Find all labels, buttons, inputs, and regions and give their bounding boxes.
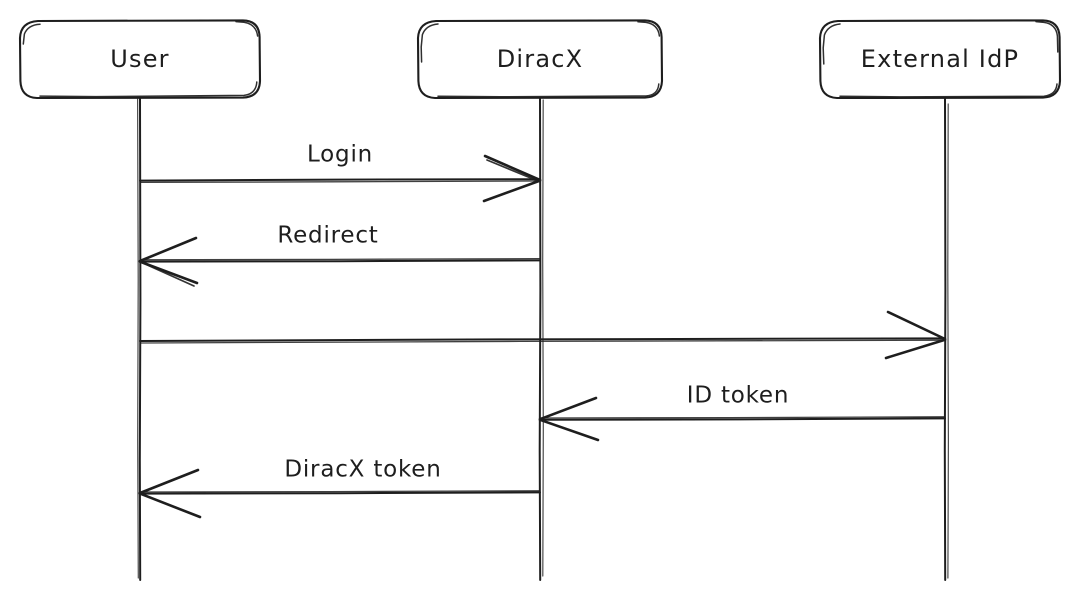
participant-diracx-label: DiracX — [497, 45, 584, 73]
message-diracx-token-label: DiracX token — [284, 457, 441, 483]
participant-user-bg — [20, 20, 260, 98]
message-login-arrowhead-lower — [482, 179, 542, 203]
message-arrow-user-to-idp[interactable] — [139, 310, 947, 360]
message-diracx-token-line — [139, 491, 541, 495]
participant-user-label: User — [110, 45, 170, 73]
participant-idp-bg — [820, 20, 1060, 98]
message-arrow-login[interactable]: Login — [139, 142, 542, 203]
lifelines-group — [137, 97, 949, 581]
participant-box-external-idp[interactable]: External IdP — [818, 19, 1062, 100]
participant-diracx-bg — [418, 20, 662, 98]
message-login-arrowhead-upper-2 — [486, 159, 539, 182]
message-user-to-idp-line-pass2 — [140, 339, 945, 344]
message-id-token-arrowhead-upper — [538, 396, 598, 421]
message-login-label: Login — [307, 142, 373, 168]
message-login-line — [139, 178, 541, 182]
participant-idp-outline-pass2 — [822, 20, 1059, 98]
participant-idp-outline — [818, 19, 1062, 100]
message-user-to-idp-arrowhead-upper — [886, 310, 947, 341]
message-redirect-arrowhead-upper — [138, 236, 198, 263]
message-id-token-line — [539, 417, 946, 421]
message-arrow-id-token[interactable]: ID token — [538, 383, 946, 442]
message-login-arrowhead-upper — [483, 154, 542, 182]
participant-user-outline-pass2 — [22, 20, 259, 98]
lifeline-external-idp — [943, 97, 949, 581]
lifeline-diracx — [538, 97, 544, 581]
participant-diracx-outline-pass2 — [420, 21, 661, 98]
participant-box-diracx[interactable]: DiracX — [416, 19, 664, 100]
message-id-token-arrowhead-lower — [538, 418, 600, 442]
message-diracx-token-line-pass2 — [140, 490, 540, 493]
message-redirect-label: Redirect — [277, 223, 378, 249]
message-user-to-idp-line — [139, 337, 946, 342]
participant-diracx-outline — [416, 19, 664, 100]
message-arrow-diracx-token[interactable]: DiracX token — [138, 457, 541, 519]
message-id-token-label: ID token — [687, 383, 790, 409]
participant-idp-label: External IdP — [861, 45, 1019, 73]
message-redirect-arrowhead-lower-2 — [141, 261, 195, 287]
message-redirect-line-pass2 — [140, 257, 540, 261]
message-diracx-token-arrowhead-upper — [138, 468, 200, 495]
message-arrow-redirect[interactable]: Redirect — [138, 223, 541, 287]
message-user-to-idp-arrowhead-lower — [884, 338, 947, 360]
message-redirect-line — [139, 259, 541, 263]
participant-user-outline — [18, 19, 262, 100]
message-id-token-line-pass2 — [540, 416, 945, 419]
lifeline-user — [137, 97, 142, 581]
message-login-line-pass2 — [140, 180, 540, 184]
message-diracx-token-arrowhead-lower — [138, 492, 202, 519]
participant-box-user[interactable]: User — [18, 19, 262, 100]
